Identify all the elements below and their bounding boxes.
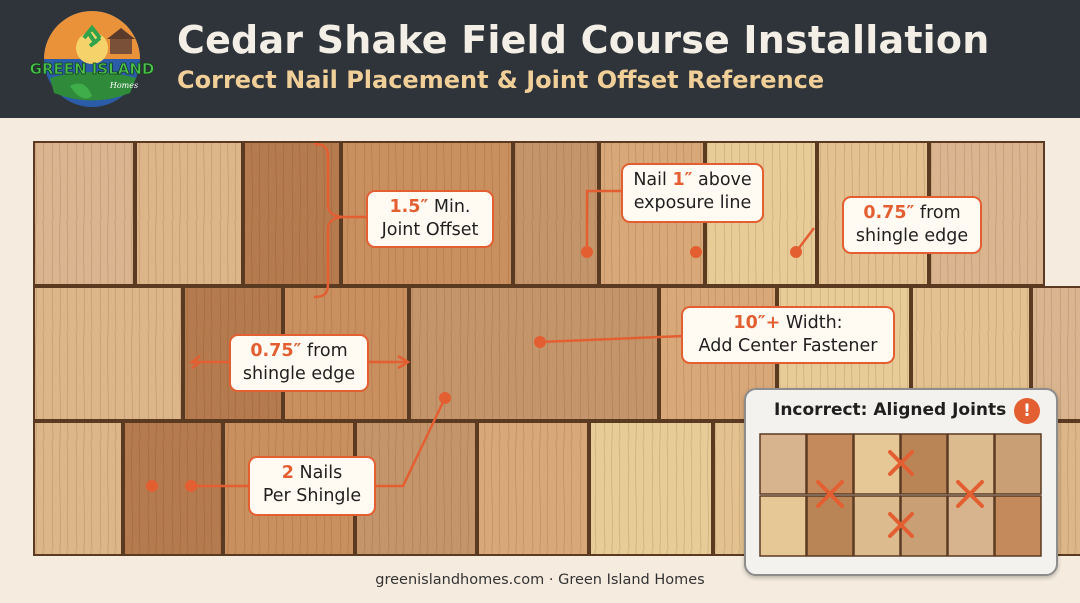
page-title: Cedar Shake Field Course Installation: [177, 18, 990, 62]
joint-offset-callout: 1.5″ Min. Joint Offset: [366, 190, 494, 248]
inset-shingle: [759, 433, 807, 495]
wood-grain: [244, 142, 340, 285]
nail-dot: [534, 336, 546, 348]
center-fastener-callout: 10″+ Width: Add Center Fastener: [681, 306, 895, 364]
nail-dot: [439, 392, 451, 404]
two-nails-callout: 2 Nails Per Shingle: [248, 456, 376, 516]
incorrect-aligned-joints-inset: Incorrect: Aligned Joints !: [744, 388, 1058, 576]
wood-grain: [136, 142, 242, 285]
wood-grain: [478, 422, 588, 555]
wood-grain: [514, 142, 598, 285]
inset-shingle: [806, 433, 854, 495]
nail-dot: [146, 480, 158, 492]
inset-title: Incorrect: Aligned Joints: [774, 400, 1007, 420]
error-marks: [816, 450, 984, 538]
inset-shingle: [994, 495, 1042, 557]
svg-text:GREEN ISLAND: GREEN ISLAND: [30, 60, 154, 78]
wood-grain: [356, 422, 476, 555]
wood-grain: [410, 287, 658, 420]
nail-dot: [581, 246, 593, 258]
wood-grain: [124, 422, 222, 555]
wood-grain: [34, 142, 134, 285]
x-mark-icon: [956, 480, 984, 508]
inset-shingles: [759, 433, 1042, 557]
wood-grain: [34, 287, 182, 420]
inset-shingle: [853, 495, 901, 557]
svg-text:Homes: Homes: [109, 81, 138, 90]
callout-leader-lines: [188, 142, 815, 488]
inset-shingle: [994, 433, 1042, 495]
edge-distance-callout-right: 0.75″ from shingle edge: [842, 196, 982, 254]
inset-shingle: [900, 433, 948, 495]
nail-marks: [146, 246, 802, 492]
inset-shingle: [947, 433, 995, 495]
wood-grain: [590, 422, 712, 555]
aligned-joints-grid: [759, 433, 1042, 557]
nail-dot: [790, 246, 802, 258]
nail-dot: [690, 246, 702, 258]
inset-shingle: [806, 495, 854, 557]
recycle-icon: [82, 24, 102, 48]
edge-distance-callout-left: 0.75″ from shingle edge: [229, 334, 369, 392]
inset-shingle: [947, 495, 995, 557]
inset-shingle: [900, 495, 948, 557]
nail-above-exposure-callout: Nail 1″ above exposure line: [621, 163, 764, 223]
warning-icon: !: [1014, 398, 1040, 424]
inset-shingle: [853, 433, 901, 495]
inset-shingle: [759, 495, 807, 557]
x-mark-icon: [888, 512, 914, 538]
nail-dot: [185, 480, 197, 492]
footer-credit: greenislandhomes.com · Green Island Home…: [375, 572, 705, 588]
header-bar: GREEN ISLAND Homes Cedar Shake Field Cou…: [0, 0, 1080, 118]
page-subtitle: Correct Nail Placement & Joint Offset Re…: [177, 66, 825, 94]
wood-grain: [34, 422, 122, 555]
x-mark-icon: [888, 450, 914, 476]
x-mark-icon: [816, 480, 844, 508]
green-island-logo: GREEN ISLAND Homes: [30, 11, 155, 107]
